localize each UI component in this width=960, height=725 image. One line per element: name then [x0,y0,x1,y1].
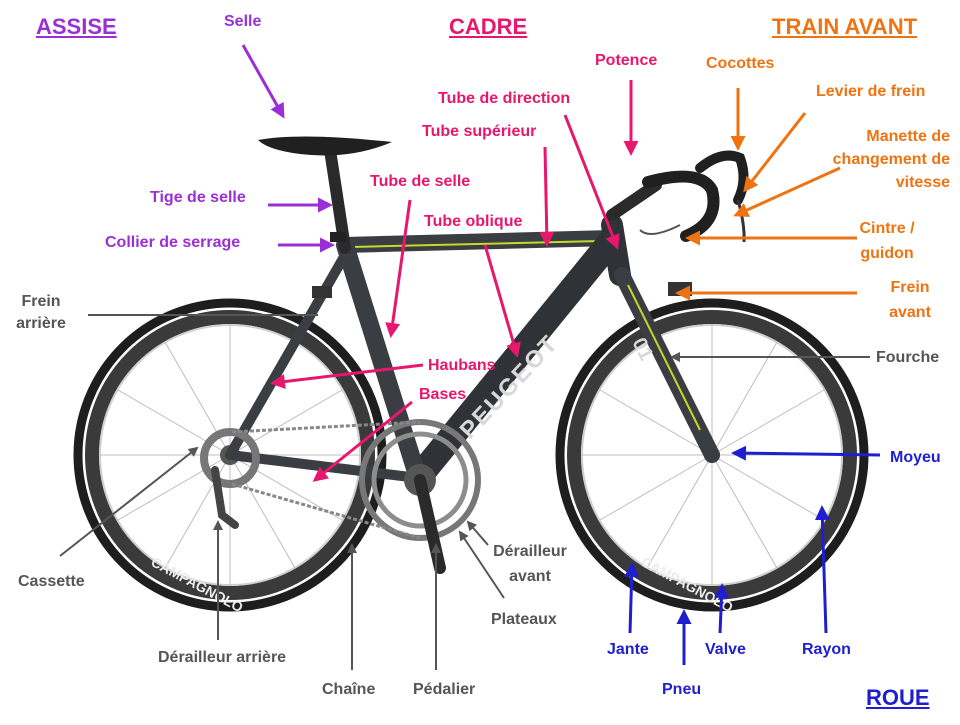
section-cadre: CADRE [449,14,528,39]
label-cintre-guidon: Cintre / guidon [842,219,932,264]
label-cintre-line-2: guidon [860,245,914,262]
label-selle: Selle [224,13,262,30]
label-moyeu: Moyeu [890,449,941,466]
label-plateaux: Plateaux [491,611,557,628]
section-assise: ASSISE [36,14,117,39]
label-cocottes: Cocottes [706,55,775,72]
saddle-assembly [258,136,392,254]
label-cassette: Cassette [18,573,85,590]
label-manette-de-changement-de-vitesse: Manette de changement de vitesse [800,127,950,193]
label-cintre-line-1: Cintre / [859,220,915,237]
rear-brake [312,286,332,298]
label-jante: Jante [607,641,649,658]
label-tige-de-selle: Tige de selle [150,189,246,206]
label-manette-line-1: Manette de [866,128,950,145]
label-frein-arriere: Frein arrière [8,292,74,334]
label-collier-de-serrage: Collier de serrage [105,234,241,251]
cockpit [606,150,749,243]
label-potence: Potence [595,52,658,69]
label-chaine: Chaîne [322,681,376,698]
arrows-other [59,314,870,670]
section-roue: ROUE [866,685,930,710]
label-tube-oblique: Tube oblique [424,213,523,230]
label-tube-superieur: Tube supérieur [422,123,537,140]
arrows-roue [624,445,881,665]
label-fourche: Fourche [876,349,940,366]
label-manette-line-3: vitesse [895,174,950,191]
label-frein-avant: Frein avant [870,278,950,323]
label-valve: Valve [705,641,746,658]
label-levier-de-frein: Levier de frein [816,83,926,100]
label-frein-avant-line-2: avant [889,304,931,321]
arrows-cadre [270,80,639,482]
label-pneu: Pneu [662,681,702,698]
arrows-train-avant [675,88,857,301]
label-tube-de-direction: Tube de direction [438,90,571,107]
label-derailleur-avant-line-2: avant [509,568,551,585]
label-derailleur-avant-line-1: Dérailleur [493,543,567,560]
label-derailleur-arriere: Dérailleur arrière [158,649,287,666]
label-bases: Bases [419,386,467,403]
label-haubans: Haubans [428,357,496,374]
label-frein-avant-line-1: Frein [890,279,930,296]
label-frein-arriere-line-1: Frein [21,293,61,310]
label-derailleur-avant: Dérailleur avant [480,542,580,587]
section-train-avant: TRAIN AVANT [772,14,918,39]
label-tube-de-selle: Tube de selle [370,173,471,190]
label-rayon: Rayon [802,641,851,658]
label-pedalier: Pédalier [413,681,476,698]
label-manette-line-2: changement de [832,151,950,168]
label-frein-arriere-line-2: arrière [16,315,66,332]
arrows-assise [241,44,335,253]
